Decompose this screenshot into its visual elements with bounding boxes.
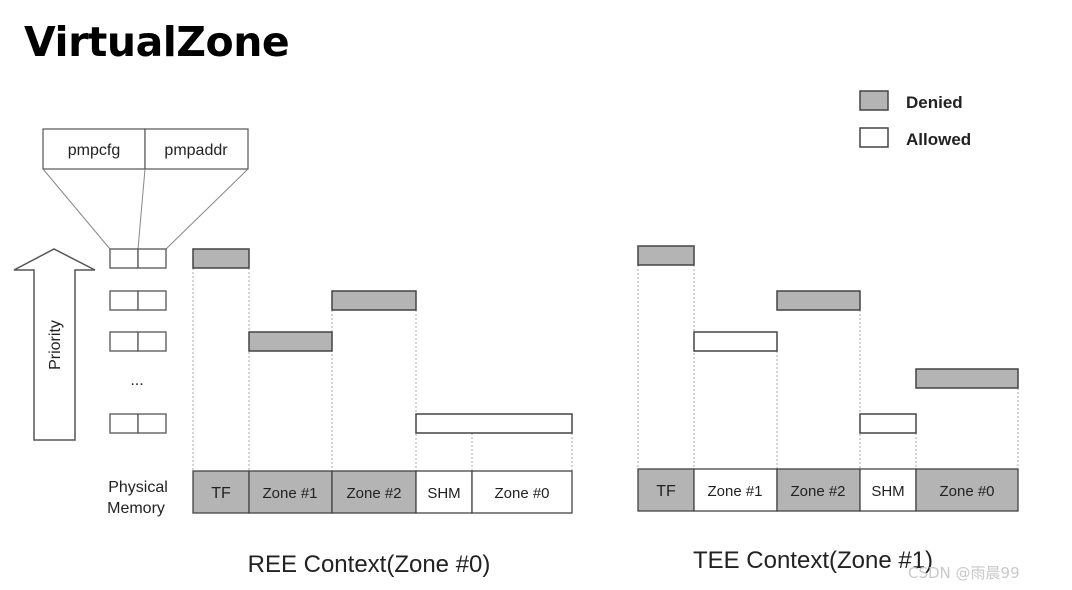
- ree-memory-zone0: [471, 470, 573, 514]
- tee-memory-shm: [859, 468, 917, 512]
- tee-memory-zone2: [776, 468, 861, 512]
- ree-pmp-bar-zone1: [248, 331, 333, 352]
- ree-memory-tf: [192, 470, 250, 514]
- tee-pmp-bar-zone2: [776, 290, 861, 311]
- tee-memory-label-shm: SHM: [871, 483, 904, 500]
- ree-memory-label-tf: TF: [211, 485, 231, 502]
- tee-pmp-bar-zone0: [915, 368, 1019, 389]
- legend: Denied Allowed: [859, 90, 971, 149]
- pmp-entries: ...: [109, 248, 167, 434]
- priority-label: Priority: [47, 320, 64, 370]
- tee-pmp-bar-tf: [637, 245, 695, 266]
- tee-memory-label-zone0: Zone #0: [939, 483, 994, 500]
- ree-memory-label-zone1: Zone #1: [262, 485, 317, 502]
- legend-allowed-label: Allowed: [906, 130, 971, 149]
- tee-memory-label-zone1: Zone #1: [707, 483, 762, 500]
- legend-allowed-swatch: [859, 127, 889, 148]
- pmp-entry: [109, 290, 167, 311]
- tee-pmp-bar-shm: [859, 413, 917, 434]
- priority-arrow: Priority: [13, 248, 96, 441]
- priority-arrow-shape: [13, 248, 96, 441]
- ree-memory-label-shm: SHM: [427, 485, 460, 502]
- pmp-entry-detail: pmpcfg pmpaddr: [42, 128, 249, 250]
- pmpcfg-label: pmpcfg: [68, 142, 120, 159]
- legend-denied-label: Denied: [906, 93, 963, 112]
- tee-memory-tf: [637, 468, 695, 512]
- ree-memory-label-zone0: Zone #0: [494, 485, 549, 502]
- ree-memory-label-zone2: Zone #2: [346, 485, 401, 502]
- tee-context: TF Zone #1 Zone #2 SHM Zone #0 TEE Conte…: [637, 245, 1019, 574]
- ree-context-caption: REE Context(Zone #0): [248, 551, 491, 578]
- callout-line-right: [165, 168, 249, 250]
- ree-pmp-bar-zone2: [331, 290, 417, 311]
- ree-memory-zone2: [331, 470, 417, 514]
- pmp-entry: [109, 413, 167, 434]
- slide-title: VirtualZone: [24, 18, 290, 66]
- physical-memory-label-line1: Physical: [108, 479, 168, 496]
- tee-memory-label-zone2: Zone #2: [790, 483, 845, 500]
- ree-guides: [192, 268, 573, 471]
- physical-memory-label-line2: Memory: [107, 500, 165, 517]
- callout-line-left: [42, 168, 111, 250]
- legend-denied-swatch: [859, 90, 889, 111]
- ree-context: TF Zone #1 Zone #2 SHM Zone #0 REE Conte…: [192, 248, 573, 578]
- tee-guides: [637, 265, 1019, 469]
- tee-memory-zone0: [915, 468, 1019, 512]
- ree-pmp-bar-shm-zone0: [415, 413, 573, 434]
- callout-line-mid: [137, 168, 146, 250]
- pmpaddr-label: pmpaddr: [164, 142, 228, 159]
- ree-pmp-bar-tf: [192, 248, 250, 269]
- csdn-watermark: CSDN @雨晨99: [908, 564, 1020, 582]
- pmp-ellipsis: ...: [130, 372, 143, 389]
- pmpcfg-field: [42, 128, 146, 170]
- tee-context-caption: TEE Context(Zone #1): [693, 547, 933, 574]
- pmpaddr-field: [144, 128, 249, 170]
- pmp-entry: [109, 248, 167, 269]
- tee-pmp-bar-zone1: [693, 331, 778, 352]
- tee-memory-label-tf: TF: [656, 483, 676, 500]
- pmp-entry: [109, 331, 167, 352]
